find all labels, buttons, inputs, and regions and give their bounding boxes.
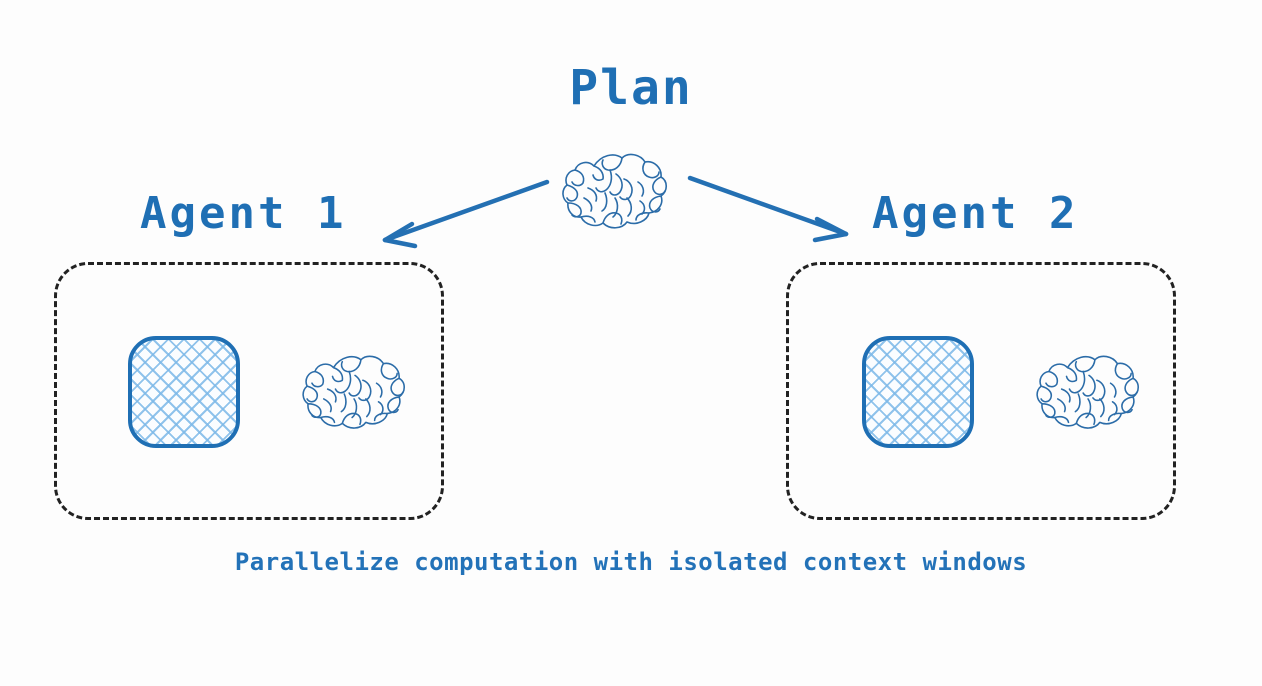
context-window-icon <box>862 336 974 448</box>
arrow-plan-to-agent1 <box>382 179 550 243</box>
page-title: Plan <box>569 60 693 116</box>
agent-2-label: Agent 2 <box>872 188 1079 239</box>
diagram-caption: Parallelize computation with isolated co… <box>234 548 1028 576</box>
agent-2-container <box>786 262 1176 520</box>
agent-1-label: Agent 1 <box>140 188 347 239</box>
agent-1-container <box>54 262 444 520</box>
context-window-icon <box>128 336 240 448</box>
brain-icon <box>558 146 678 240</box>
arrow-plan-to-agent2 <box>687 175 849 237</box>
brain-icon <box>298 348 416 440</box>
brain-icon <box>1032 348 1150 440</box>
